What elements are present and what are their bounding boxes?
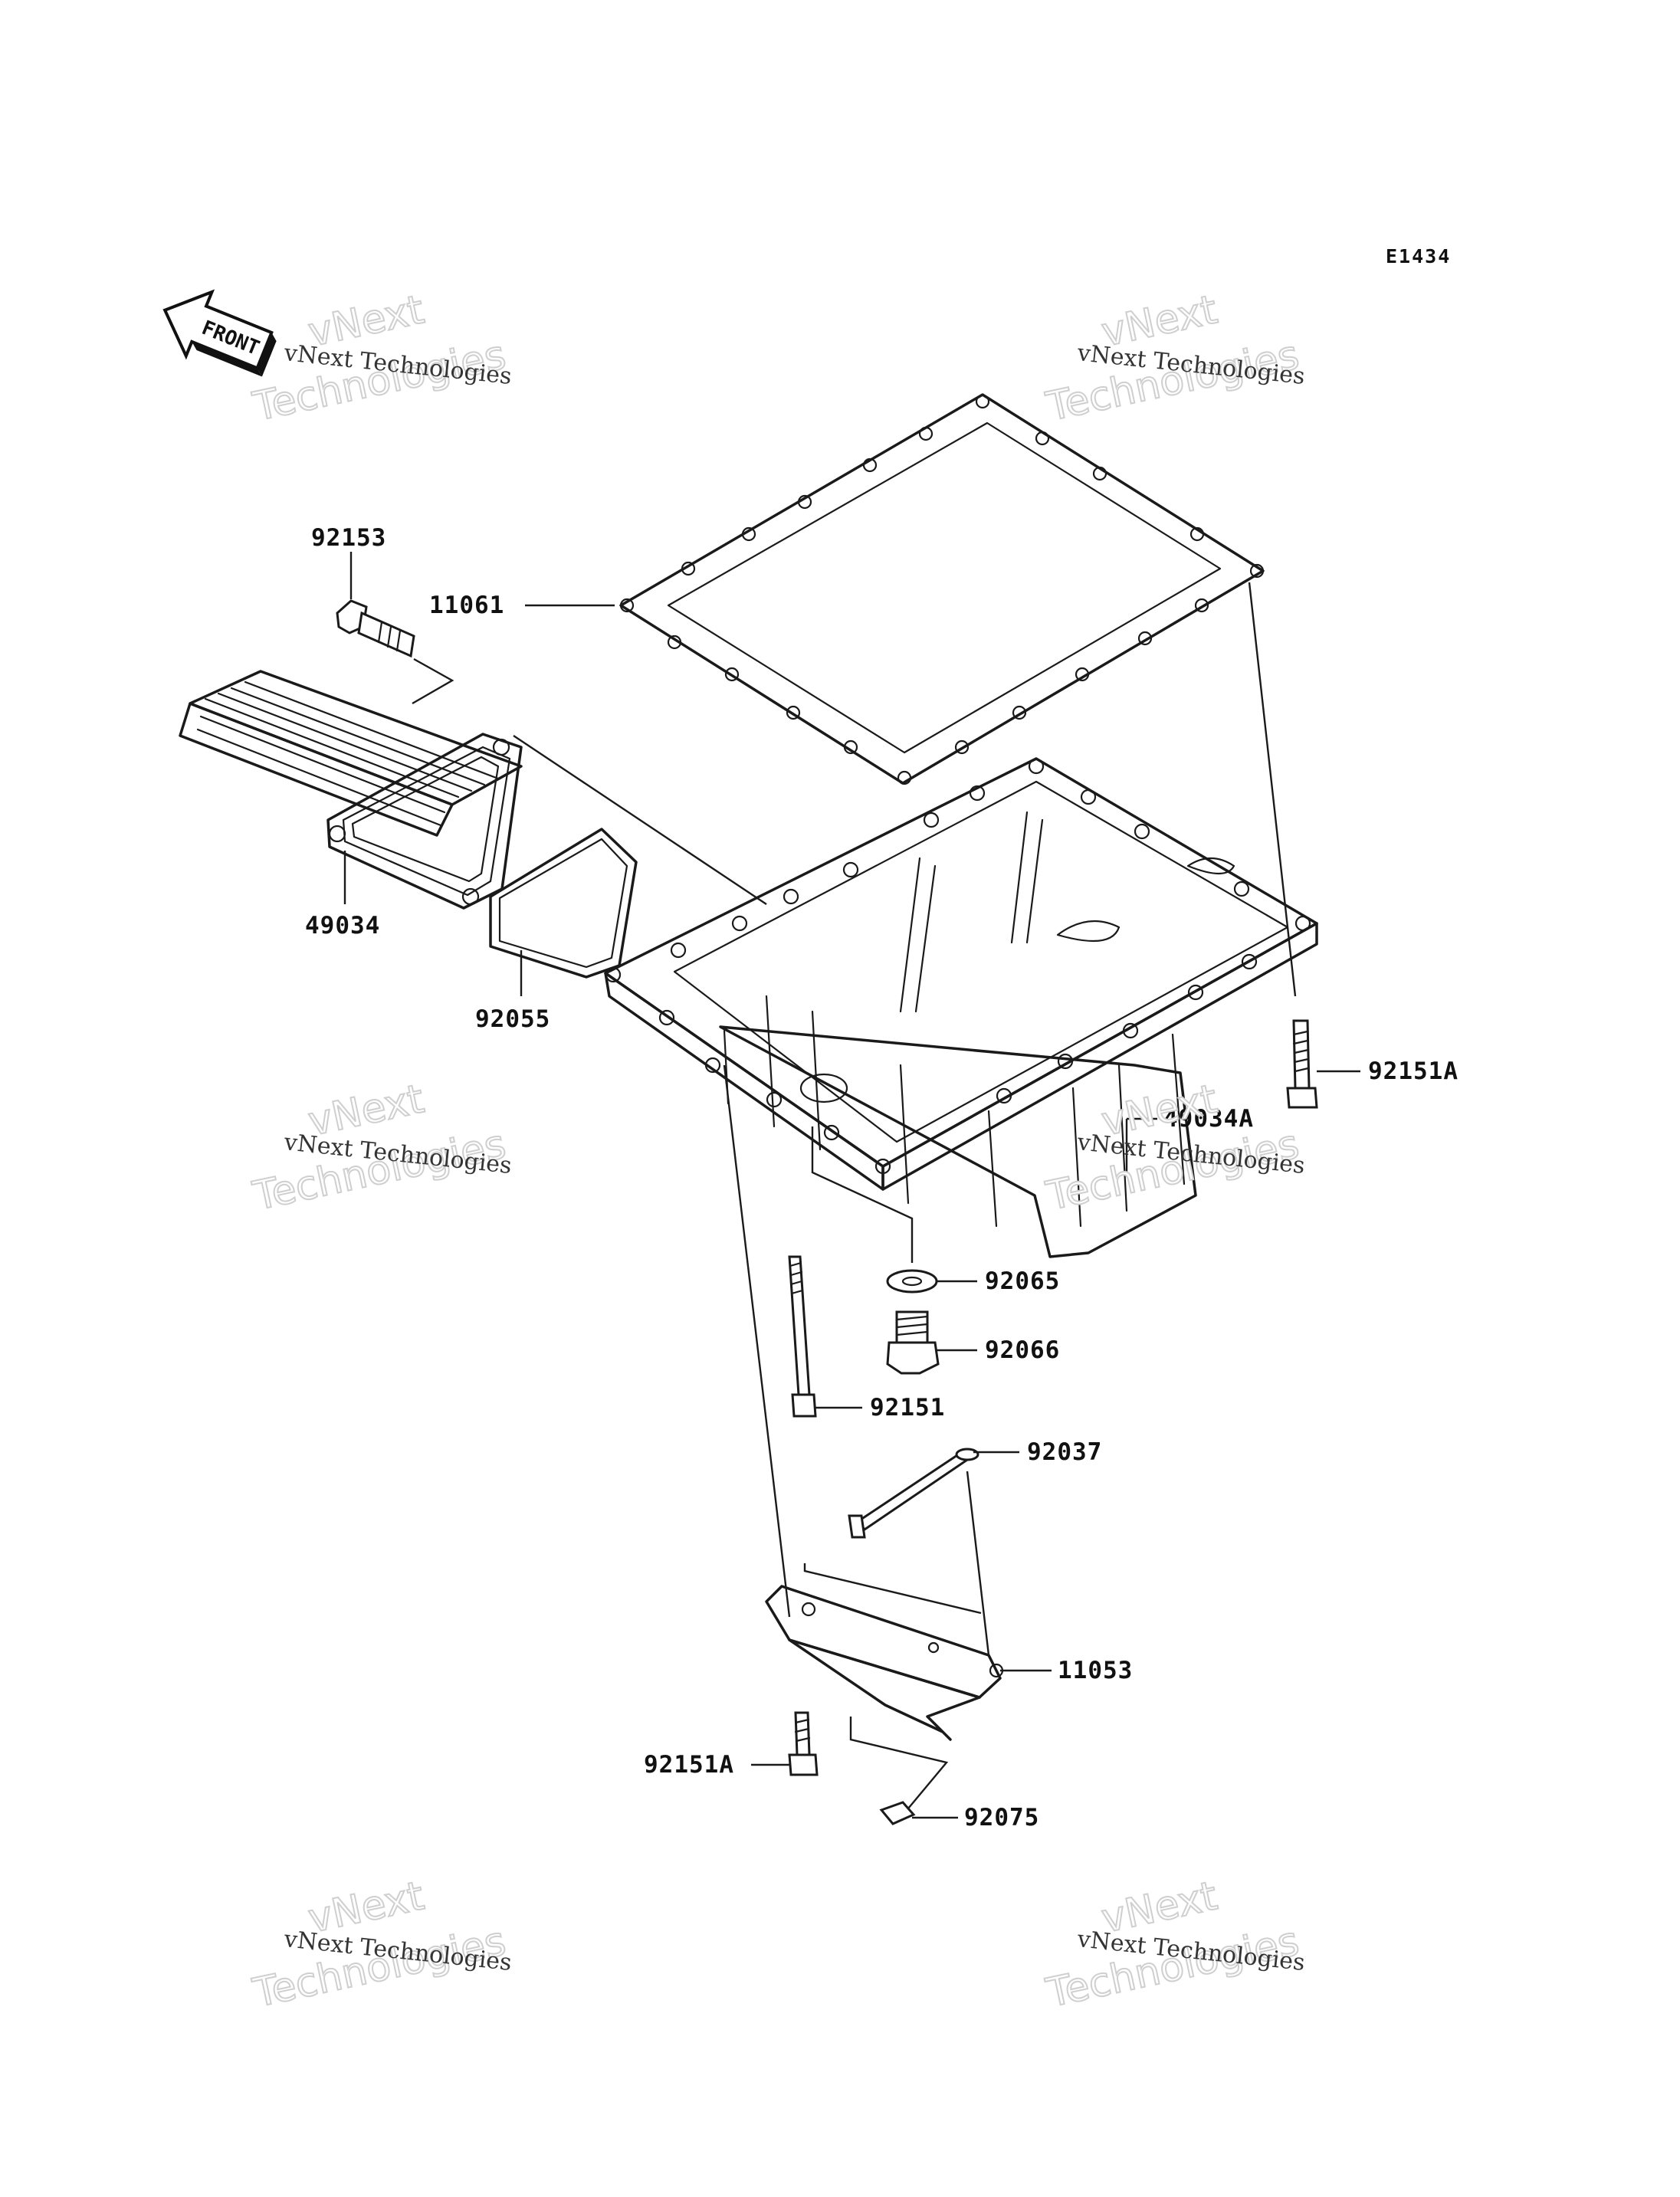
diagram-code: E1434 xyxy=(1386,245,1451,267)
label-11053: 11053 xyxy=(1058,1657,1133,1684)
label-11061: 11061 xyxy=(429,592,504,619)
label-49034A: 49034A xyxy=(1163,1105,1254,1133)
drain-plug-92066 xyxy=(886,1310,940,1375)
label-92151A-bottom: 92151A xyxy=(644,1751,734,1779)
washer-92065 xyxy=(886,1269,938,1294)
bolt-92151 xyxy=(788,1255,817,1418)
front-arrow-icon: FRONT xyxy=(162,289,277,377)
bolt-92153 xyxy=(336,599,415,658)
watermark: vNext Technologies vNext Technologies vN… xyxy=(248,286,1306,2017)
oil-pan-gasket-11061 xyxy=(619,393,1265,785)
label-92151A-top: 92151A xyxy=(1368,1058,1459,1085)
bolt-92151A-bottom xyxy=(788,1711,819,1776)
bolt-92151A-right xyxy=(1286,1019,1318,1109)
label-92151: 92151 xyxy=(870,1394,945,1421)
label-49034: 49034 xyxy=(305,912,380,939)
label-92066: 92066 xyxy=(985,1336,1060,1364)
label-92037: 92037 xyxy=(1027,1438,1102,1466)
rod-92037 xyxy=(848,1448,979,1539)
label-92153: 92153 xyxy=(311,524,386,552)
clip-92075 xyxy=(879,1801,916,1825)
oil-strainer-49034 xyxy=(179,670,523,910)
label-92055: 92055 xyxy=(475,1005,550,1033)
o-ring-92055 xyxy=(489,828,638,979)
label-92065: 92065 xyxy=(985,1267,1060,1295)
label-92075: 92075 xyxy=(964,1804,1039,1831)
